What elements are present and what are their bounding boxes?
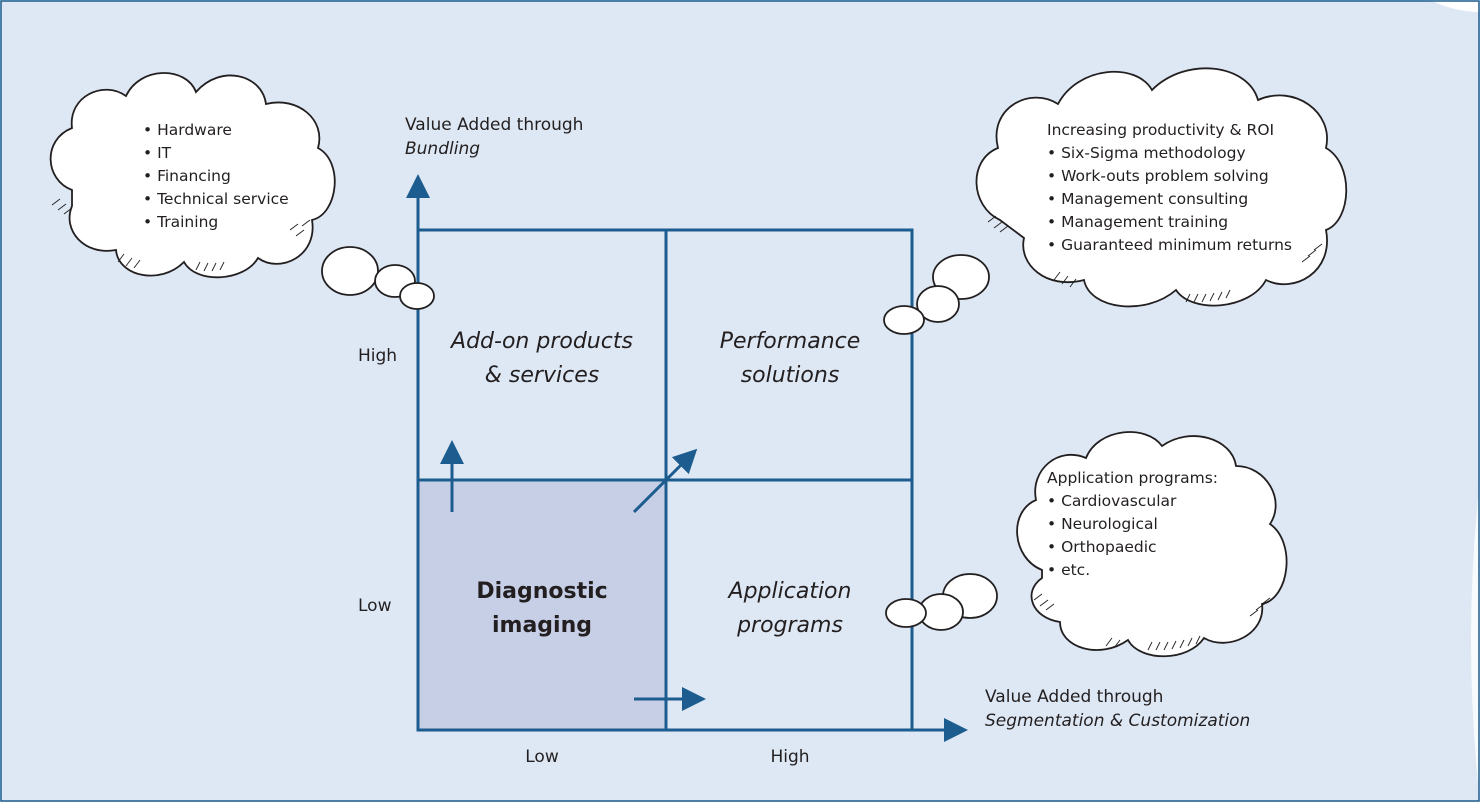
performance-heading: Increasing productivity & ROI xyxy=(1047,121,1274,139)
x-axis-title: Value Added through xyxy=(985,687,1163,707)
quadrant-performance-line2: solutions xyxy=(741,363,840,388)
performance-item-work-outs: • Work-outs problem solving xyxy=(1047,167,1269,185)
performance-item-consulting: • Management consulting xyxy=(1047,190,1248,208)
y-axis-title: Value Added through xyxy=(405,115,583,135)
quadrant-application-line1: Application xyxy=(727,579,852,604)
panel-corner xyxy=(1430,0,1480,12)
x-axis-high-label: High xyxy=(770,747,809,767)
y-axis-high-label: High xyxy=(358,346,397,366)
application-item-orthopaedic: • Orthopaedic xyxy=(1047,538,1157,556)
bundling-item-training: • Training xyxy=(143,213,218,231)
quadrant-application-line2: programs xyxy=(736,613,843,638)
performance-item-six-sigma: • Six-Sigma methodology xyxy=(1047,144,1246,162)
performance-item-returns: • Guaranteed minimum returns xyxy=(1047,236,1292,254)
bundling-item-it: • IT xyxy=(143,144,172,162)
diagnostic-imaging-shade xyxy=(418,480,666,730)
bundling-thought-cloud xyxy=(49,72,435,310)
quadrant-add-on-line2: & services xyxy=(485,363,599,388)
panel-edge-curve xyxy=(1471,480,1480,802)
arrow-diagonal xyxy=(632,448,698,514)
bundling-item-technical-service: • Technical service xyxy=(143,190,289,208)
quadrant-add-on-line1: Add-on products xyxy=(449,329,633,354)
y-axis-low-label: Low xyxy=(358,596,392,616)
x-axis-low-label: Low xyxy=(525,747,559,767)
application-item-cardiovascular: • Cardiovascular xyxy=(1047,492,1177,510)
x-axis-subtitle: Segmentation & Customization xyxy=(985,711,1250,731)
application-item-neurological: • Neurological xyxy=(1047,515,1158,533)
y-axis-subtitle: Bundling xyxy=(405,139,480,159)
bundling-item-hardware: • Hardware xyxy=(143,121,232,139)
performance-item-training: • Management training xyxy=(1047,213,1228,231)
quadrant-performance-line1: Performance xyxy=(720,329,861,354)
quadrant-diagnostic-line1: Diagnostic xyxy=(476,579,607,604)
application-item-etc: • etc. xyxy=(1047,561,1090,579)
quadrant-diagnostic-line2: imaging xyxy=(492,613,592,638)
bundling-item-financing: • Financing xyxy=(143,167,231,185)
performance-thought-cloud xyxy=(883,67,1348,335)
application-heading: Application programs: xyxy=(1047,469,1218,487)
application-thought-cloud xyxy=(885,431,1288,658)
